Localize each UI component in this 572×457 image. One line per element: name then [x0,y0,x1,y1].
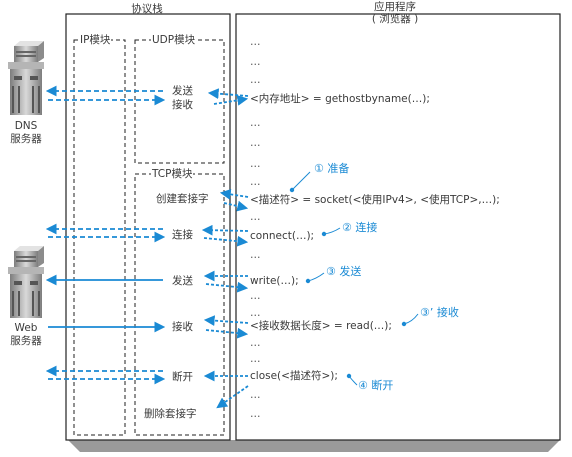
app-connect-line: connect(…); [250,230,315,242]
app-ellipsis: … [250,307,262,319]
application-title: 应用程序 [374,1,416,13]
app-ellipsis: … [250,117,262,129]
app-socket-line: <描述符> = socket(<使用IPv4>, <使用TCP>,…); [250,194,500,206]
base-shadow [68,440,560,452]
app-ellipsis: … [250,249,262,261]
web-server-icon [8,246,44,318]
web-server-label-line2: 服务器 [10,335,42,347]
tcp-module-label: TCP模块 [151,168,194,180]
callout-dot-send [305,278,311,284]
app-ellipsis: … [250,158,262,170]
app-read-line: <接收数据长度> = read(…); [250,320,392,332]
tcp-create-socket-label: 创建套接字 [156,193,209,205]
callout-leader-connect [323,227,341,235]
application-subtitle: ( 浏览器 ) [371,13,419,25]
app-ellipsis: … [250,389,262,401]
web-server-label-line1: Web [14,322,38,334]
dns-server-icon [8,41,44,115]
callout-disconnect: ④ 断开 [358,379,394,392]
callout-leader-send [307,272,325,282]
callout-dot-receive [401,321,407,327]
callout-receive: ③’ 接收 [420,306,459,319]
callout-dot-connect [321,231,327,237]
protocol-stack-box [65,13,231,441]
udp-send-label: 发送 [172,85,193,97]
callout-send: ③ 发送 [326,265,362,278]
app-ellipsis: … [250,408,262,420]
callout-prepare: ① 准备 [314,162,350,175]
callout-dot-disconnect [346,373,352,379]
read-return-arrow [205,327,249,339]
app-ellipsis: … [250,176,262,188]
socket-return-arrow [223,200,249,212]
gethostbyname-call-arrow [207,88,249,100]
gethostbyname-return-arrow [213,94,249,106]
protocol-stack-title: 协议栈 [131,3,163,15]
ip-module-label: IP模块 [79,34,112,46]
write-return-arrow [205,281,249,293]
app-gethostbyname-line: <内存地址> = gethostbyname(…); [250,93,430,105]
application-box [235,13,561,441]
read-call-arrow [203,315,249,327]
callout-connect: ② 连接 [342,221,378,234]
tcp-delete-socket-label: 删除套接字 [144,408,197,420]
connect-call-arrow [201,224,249,236]
app-ellipsis: … [250,56,262,68]
tcp-receive-label: 接收 [172,321,193,333]
callout-leader-prepare [291,171,311,191]
app-ellipsis: … [250,211,262,223]
socket-call-arrow [219,188,249,200]
dns-server-label-line1: DNS [14,120,38,132]
tcp-disconnect-label: 断开 [172,371,193,383]
delete-socket-arrow [216,385,249,409]
app-ellipsis: … [250,137,262,149]
tcp-send-label: 发送 [172,275,193,287]
app-ellipsis: … [250,353,262,365]
app-close-line: close(<描述符>); [250,370,338,382]
app-ellipsis: … [250,36,262,48]
tcp-connect-label: 连接 [172,229,193,241]
tcp-module-box [134,173,225,436]
app-ellipsis: … [250,290,262,302]
dns-server-label-line2: 服务器 [10,133,42,145]
callout-leader-receive [403,313,419,325]
udp-module-label: UDP模块 [151,34,197,46]
udp-receive-label: 接收 [172,99,193,111]
callout-dot-prepare [289,187,295,193]
connect-return-arrow [203,235,249,247]
app-write-line: write(…); [250,275,299,287]
app-ellipsis: … [250,74,262,86]
app-ellipsis: … [250,337,262,349]
